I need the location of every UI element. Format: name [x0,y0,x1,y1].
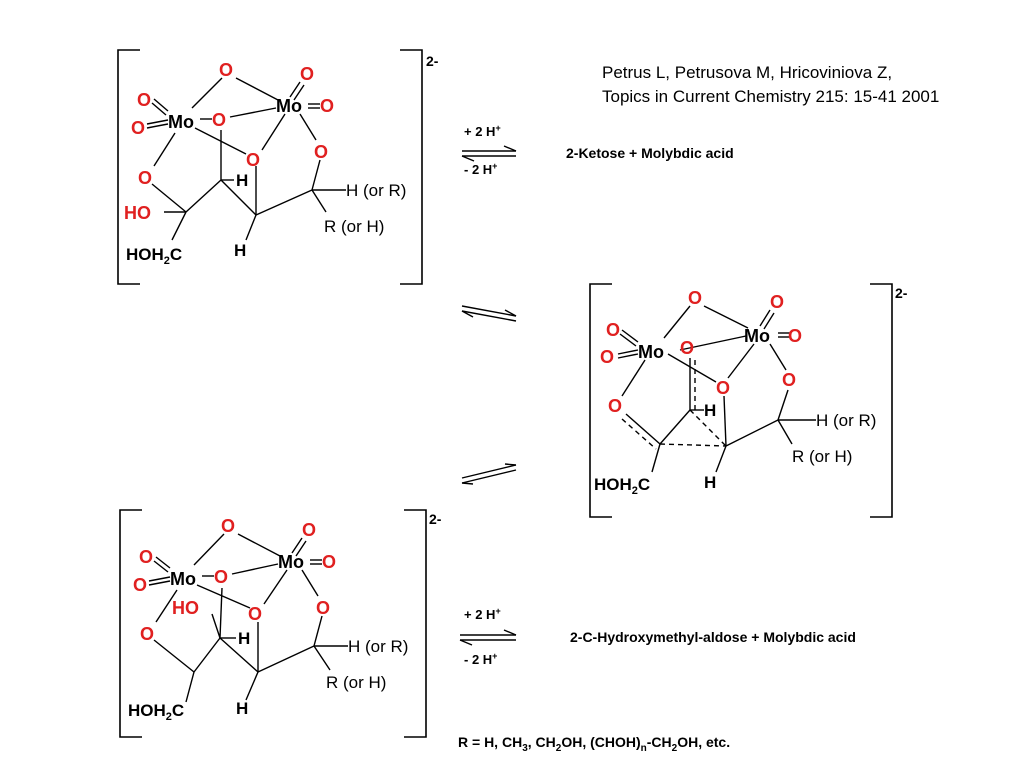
complex-middle: 2- O O O O Mo [589,283,908,518]
charge-label: 2- [426,53,439,69]
hydrogen-atom: H [704,401,716,420]
bracket-right [870,283,893,518]
oxygen-atom: O [138,168,152,188]
oxygen-atom: O [214,567,228,587]
hydroxymethyl-group: HOH2C [126,245,182,267]
oxygen-atom: O [139,547,153,567]
proton-remove-label: - 2 H+ [464,161,497,177]
charge-label: 2- [895,285,908,301]
oxygen-atom: O [716,378,730,398]
bracket-right [400,49,423,285]
hydrogen-atom: H [704,473,716,492]
product-hydroxymethyl-aldose: 2-C-Hydroxymethyl-aldose + Molybdic acid [570,629,856,645]
hydrogen-atom: H [234,241,246,260]
charge-label: 2- [429,511,442,527]
substituent-h-or-r: H (or R) [346,181,406,200]
substituent-h-or-r: H (or R) [348,637,408,656]
oxygen-atom: O [248,604,262,624]
oxygen-atom: O [600,347,614,367]
oxygen-atom: O [322,552,336,572]
molybdenum-atom: Mo [170,569,196,589]
oxygen-atom: O [131,118,145,138]
hydroxyl-group: HO [124,203,151,223]
equilibrium-top: + 2 H+ - 2 H+ 2-Ketose + Molybdic acid [461,123,734,177]
reference-line-2: Topics in Current Chemistry 215: 15-41 2… [602,87,939,106]
equilibrium-bottom: + 2 H+ - 2 H+ 2-C-Hydroxymethyl-aldose +… [459,606,856,667]
molybdenum-atom: Mo [638,342,664,362]
hydrogen-atom: H [236,171,248,190]
molybdenum-atom: Mo [278,552,304,572]
complex-top: 2- O O O O Mo O [117,49,439,285]
oxygen-atom: O [133,575,147,595]
molybdenum-atom: Mo [744,326,770,346]
substituent-r-or-h: R (or H) [792,447,852,466]
oxygen-atom: O [606,320,620,340]
complex-bottom: 2- O O O O Mo O Mo O [119,509,442,738]
hydrogen-atom: H [238,629,250,648]
bracket-left [589,283,612,518]
oxygen-atom: O [680,338,694,358]
oxygen-atom: O [246,150,260,170]
equilibrium-middle-lower [461,463,517,485]
hydroxymethyl-group: HOH2C [128,701,184,723]
hydrogen-atom: H [236,699,248,718]
equilibrium-middle-upper [461,305,517,322]
proton-add-label: + 2 H+ [464,606,501,622]
hydroxymethyl-group: HOH2C [594,475,650,497]
oxygen-atom: O [316,598,330,618]
oxygen-atom: O [688,288,702,308]
substituent-r-or-h: R (or H) [326,673,386,692]
oxygen-atom: O [221,516,235,536]
oxygen-atom: O [137,90,151,110]
oxygen-atom: O [320,96,334,116]
oxygen-atom: O [782,370,796,390]
bracket-left [117,49,140,285]
oxygen-atom: O [788,326,802,346]
oxygen-atom: O [140,624,154,644]
hydroxyl-group: HO [172,598,199,618]
proton-add-label: + 2 H+ [464,123,501,139]
oxygen-atom: O [770,292,784,312]
oxygen-atom: O [219,60,233,80]
molybdenum-atom: Mo [276,96,302,116]
proton-remove-label: - 2 H+ [464,651,497,667]
reference-line-1: Petrus L, Petrusova M, Hricoviniova Z, [602,63,892,82]
oxygen-atom: O [302,520,316,540]
substituent-h-or-r: H (or R) [816,411,876,430]
r-group-definition: R = H, CH3, CH2OH, (CHOH)n-CH2OH, etc. [458,734,730,754]
oxygen-atom: O [608,396,622,416]
bracket-left [119,509,142,738]
bracket-right [404,509,427,738]
substituent-r-or-h: R (or H) [324,217,384,236]
oxygen-atom: O [314,142,328,162]
oxygen-atom: O [300,64,314,84]
product-ketose: 2-Ketose + Molybdic acid [566,145,734,161]
oxygen-atom: O [212,110,226,130]
molybdenum-atom: Mo [168,112,194,132]
